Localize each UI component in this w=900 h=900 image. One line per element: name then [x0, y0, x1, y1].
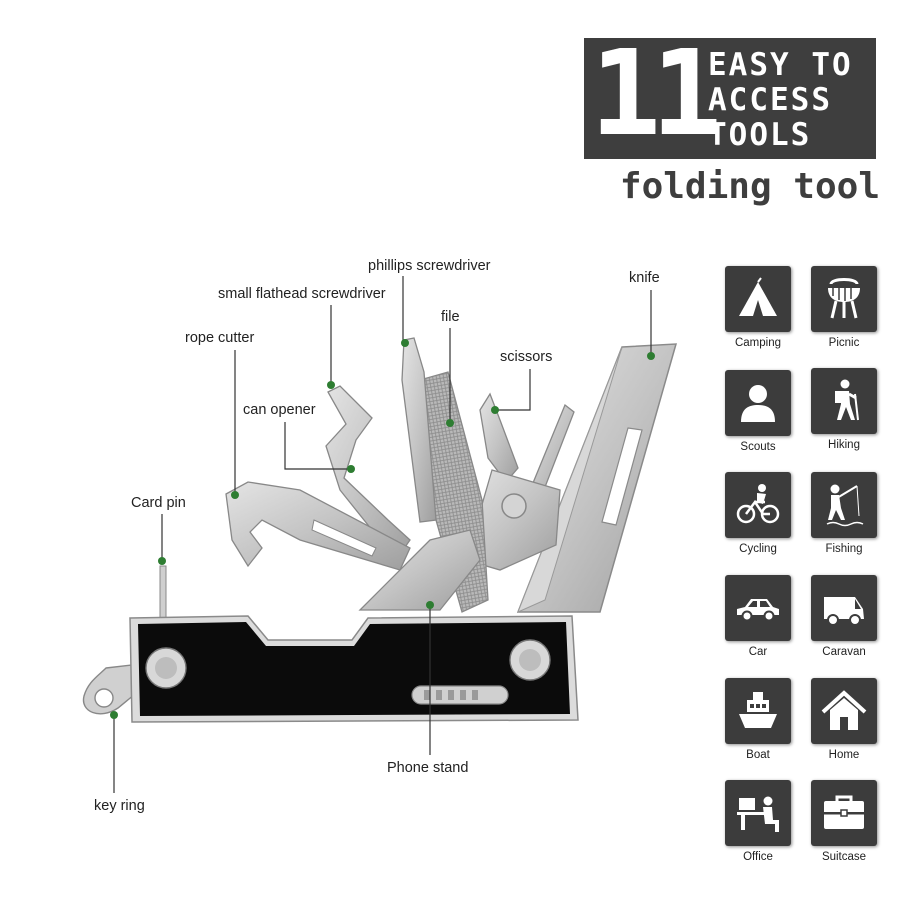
- label-rope-cutter: rope cutter: [185, 330, 255, 346]
- use-label: Picnic: [828, 337, 860, 349]
- use-label: Fishing: [825, 543, 863, 555]
- use-label: Car: [748, 646, 768, 658]
- rope-cutter-tool: [225, 481, 411, 571]
- use-label: Camping: [734, 337, 782, 349]
- dot-flathead: [327, 381, 335, 389]
- use-label: Hiking: [828, 439, 860, 451]
- can-opener-tool: [325, 385, 411, 562]
- key-ring: [82, 663, 141, 715]
- leader-can-opener: [284, 422, 351, 470]
- label-key-ring: key ring: [94, 798, 145, 814]
- dot-scissors: [491, 406, 499, 414]
- label-scissors: scissors: [500, 349, 553, 365]
- label-file: file: [441, 309, 460, 325]
- leader-scissors: [495, 369, 531, 411]
- dot-can-opener: [347, 465, 355, 473]
- phillips-screwdriver: [401, 337, 437, 523]
- tool-handle: [129, 615, 579, 723]
- card-pin: [159, 565, 167, 623]
- dot-card-pin: [158, 557, 166, 565]
- headline-line-1: EASY TO: [708, 47, 853, 83]
- dot-knife: [647, 352, 655, 360]
- dot-phillips: [401, 339, 409, 347]
- use-office: Office: [718, 780, 798, 864]
- label-knife: knife: [629, 270, 660, 286]
- use-label: Office: [743, 851, 773, 863]
- label-can-opener: can opener: [243, 402, 316, 418]
- person-icon: [725, 370, 791, 436]
- dot-rope-cutter: [231, 491, 239, 499]
- use-label: Boat: [746, 749, 770, 761]
- product-subtitle: folding tool: [619, 166, 880, 207]
- hiker-icon: [811, 368, 877, 434]
- label-phone-stand: Phone stand: [387, 760, 469, 776]
- grill-icon: [811, 266, 877, 332]
- use-label: Home: [828, 749, 860, 761]
- use-suitcase: Suitcase: [804, 780, 884, 864]
- dot-phone-stand: [426, 601, 434, 609]
- scissors-tool: [465, 392, 575, 571]
- use-label: Caravan: [822, 646, 866, 658]
- use-home: Home: [804, 678, 884, 762]
- use-camping: Camping: [718, 266, 798, 350]
- cyclist-icon: [725, 472, 791, 538]
- use-label: Scouts: [740, 441, 776, 453]
- tool-count: 11: [590, 24, 722, 162]
- label-phillips-screwdriver: phillips screwdriver: [368, 258, 491, 274]
- desk-worker-icon: [725, 780, 791, 846]
- headline-badge: 11 EASY TO ACCESS TOOLS: [584, 34, 876, 159]
- fisherman-icon: [811, 472, 877, 538]
- car-icon: [725, 575, 791, 641]
- van-icon: [811, 575, 877, 641]
- headline-line-3: TOOLS: [708, 117, 812, 153]
- use-caravan: Caravan: [804, 575, 884, 659]
- use-scouts: Scouts: [718, 370, 798, 454]
- use-boat: Boat: [718, 678, 798, 762]
- tent-icon: [725, 266, 791, 332]
- callout-leaders: [113, 276, 652, 793]
- ship-icon: [725, 678, 791, 744]
- callout-dots: [110, 339, 655, 719]
- lever-tool: [358, 529, 481, 611]
- dot-file: [446, 419, 454, 427]
- use-label: Cycling: [739, 543, 777, 555]
- suitcase-icon: [811, 780, 877, 846]
- use-label: Suitcase: [821, 851, 867, 863]
- headline-line-2: ACCESS: [708, 82, 832, 118]
- use-fishing: Fishing: [804, 472, 884, 556]
- use-picnic: Picnic: [804, 266, 884, 350]
- label-small-flathead-screwdriver: small flathead screwdriver: [218, 286, 386, 302]
- label-card-pin: Card pin: [131, 495, 186, 511]
- use-hiking: Hiking: [804, 368, 884, 452]
- use-car: Car: [718, 575, 798, 659]
- dot-key-ring: [110, 711, 118, 719]
- house-icon: [811, 678, 877, 744]
- use-cycling: Cycling: [718, 472, 798, 556]
